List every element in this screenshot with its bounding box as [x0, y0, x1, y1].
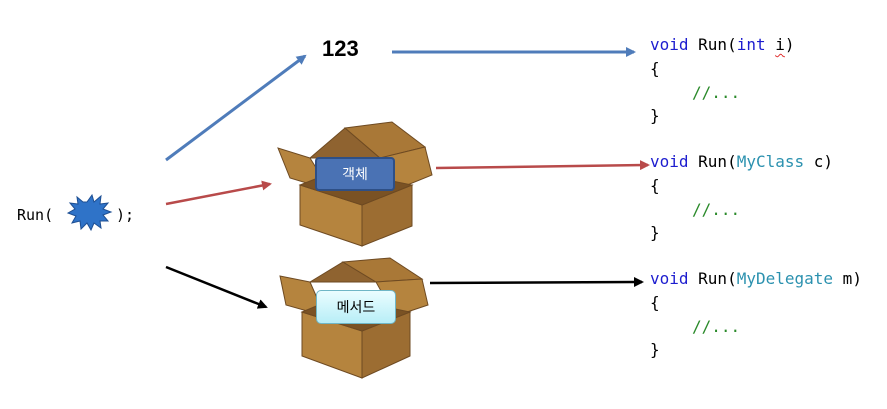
code-signature: void Run(MyClass c) [650, 152, 833, 172]
param-type: int [736, 35, 766, 54]
param-name: m [842, 269, 853, 288]
arrow-to-method [165, 265, 268, 309]
keyword-void: void [650, 35, 689, 54]
run-call-prefix: Run( [17, 206, 54, 224]
run-call-suffix: ); [116, 206, 135, 224]
close-paren: ) [784, 35, 795, 54]
code-comment: //... [692, 83, 741, 102]
arrow-to-object [165, 180, 272, 206]
close-brace: } [650, 223, 660, 242]
open-brace: { [650, 59, 660, 78]
method-name: Run( [688, 152, 737, 171]
keyword-void: void [650, 152, 689, 171]
argument-splat-icon [66, 193, 113, 232]
code-comment: //... [692, 317, 741, 336]
code-signature: void Run(int i) [650, 35, 795, 55]
close-brace: } [650, 106, 660, 125]
param-name: i [775, 35, 785, 54]
open-brace: { [650, 293, 660, 312]
close-paren: ) [852, 269, 862, 288]
code-comment: //... [692, 200, 741, 219]
close-brace: } [650, 340, 660, 359]
method-name: Run( [688, 269, 737, 288]
code-signature: void Run(MyDelegate m) [650, 269, 862, 289]
method-label: 메서드 [316, 290, 396, 324]
arrow-method-to-delegate-run [429, 277, 644, 288]
param-type: MyDelegate [736, 269, 834, 288]
literal-value-label: 123 [322, 36, 359, 61]
param-type: MyClass [736, 152, 805, 171]
object-label: 객체 [315, 157, 395, 191]
arrow-object-to-class-run [435, 160, 650, 171]
method-name: Run( [688, 35, 737, 54]
close-paren: ) [823, 152, 834, 171]
open-brace: { [650, 176, 660, 195]
param-name: c [813, 152, 824, 171]
keyword-void: void [650, 269, 689, 288]
arrow-to-literal [165, 54, 307, 162]
